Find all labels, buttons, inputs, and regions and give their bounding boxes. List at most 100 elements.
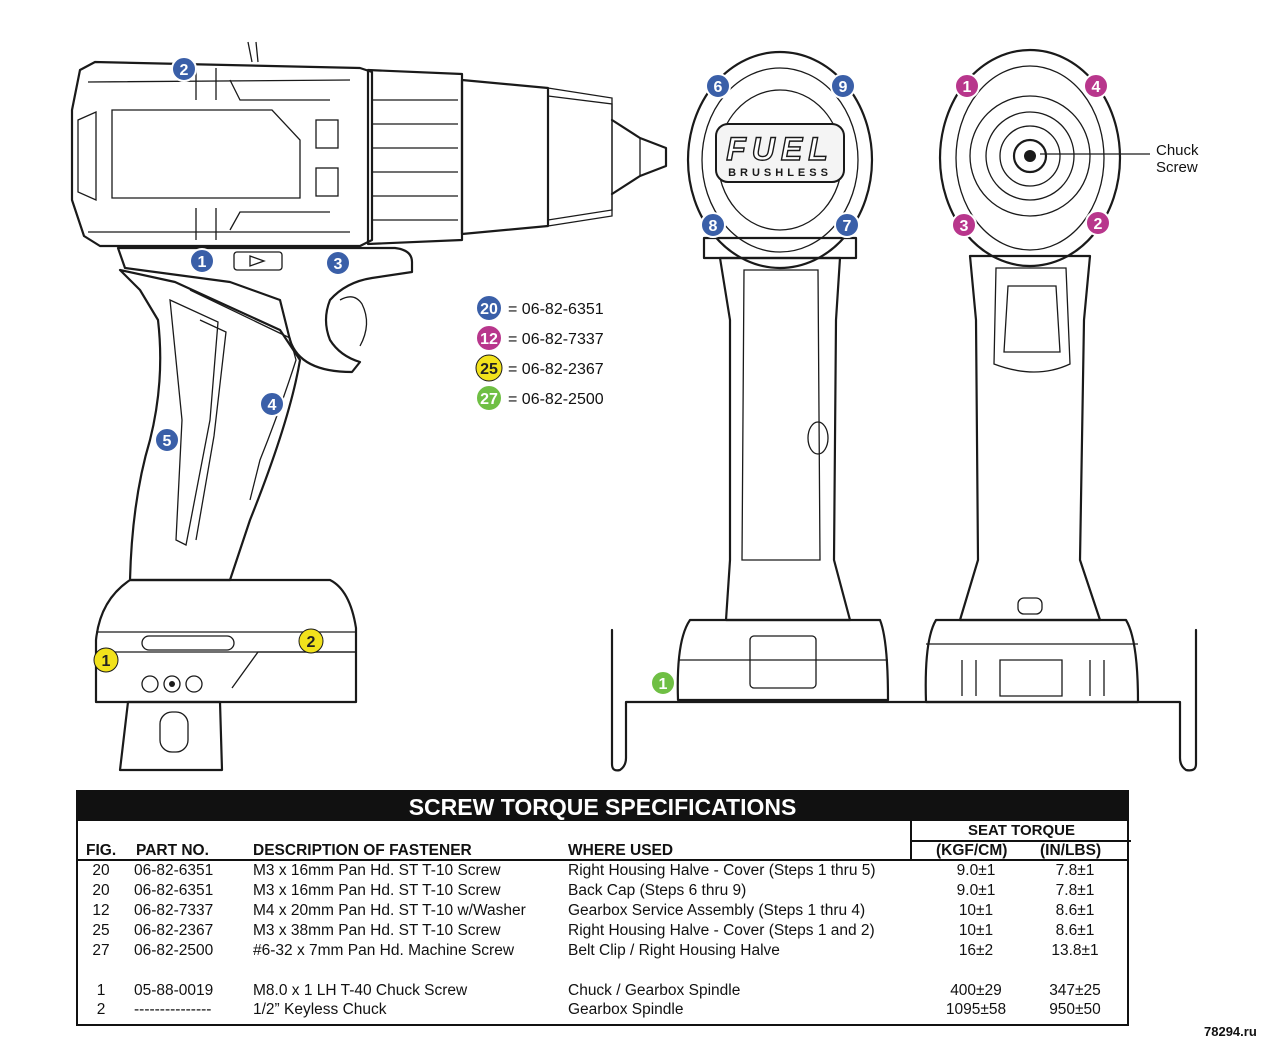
side-view-callouts: 2 1 3 4 5 1 2 [93, 56, 351, 673]
cell-in-lbs: 7.8±1 [1055, 862, 1095, 879]
callout-bubble: 2 [171, 56, 197, 82]
svg-text:6: 6 [714, 79, 723, 96]
svg-text:27: 27 [480, 391, 498, 408]
cell-where-used: Right Housing Halve - Cover (Steps 1 and… [568, 922, 875, 939]
drill-front-view [924, 48, 1150, 704]
cell-description: M3 x 16mm Pan Hd. ST T-10 Screw [253, 882, 501, 899]
cell-in-lbs: 347±25 [1049, 982, 1101, 999]
cell-kgf-cm: 9.0±1 [956, 862, 996, 879]
table-row: 20 06-82-6351 M3 x 16mm Pan Hd. ST T-10 … [78, 881, 1129, 901]
cell-where-used: Gearbox Service Assembly (Steps 1 thru 4… [568, 902, 866, 919]
cell-part-no: 05-88-0019 [134, 982, 214, 999]
callout-bubble: 5 [154, 427, 180, 453]
cell-in-lbs: 7.8±1 [1055, 882, 1095, 899]
callout-bubble: 8 [700, 212, 726, 238]
svg-text:7: 7 [843, 218, 852, 235]
table-row: 1 05-88-0019 M8.0 x 1 LH T-40 Chuck Scre… [78, 981, 1129, 1001]
svg-text:4: 4 [1092, 79, 1101, 96]
cell-kgf-cm: 10±1 [958, 922, 994, 939]
cell-part-no: 06-82-2500 [134, 942, 214, 959]
cell-where-used: Chuck / Gearbox Spindle [568, 982, 741, 999]
seat-torque-divider [910, 840, 912, 860]
cell-kgf-cm: 16±2 [958, 942, 994, 959]
fuel-logo-text: FUEL [726, 131, 834, 167]
drill-back-view: FUEL BRUSHLESS [610, 50, 1198, 772]
svg-text:2: 2 [180, 62, 189, 79]
svg-text:9: 9 [839, 79, 848, 96]
cell-kgf-cm: 9.0±1 [956, 882, 996, 899]
cell-where-used: Gearbox Spindle [568, 1001, 684, 1018]
legend-item: 20 = 06-82-6351 [475, 294, 604, 322]
header-where-used: WHERE USED [568, 842, 674, 859]
cell-fig: 12 [92, 902, 110, 919]
svg-text:= 06-82-2367: = 06-82-2367 [508, 361, 604, 378]
drill-side-view [70, 41, 668, 772]
callout-bubble: 1 [93, 647, 119, 673]
table-title: SCREW TORQUE SPECIFICATIONS [78, 792, 1127, 821]
callout-bubble: 3 [951, 212, 977, 238]
cell-in-lbs: 8.6±1 [1055, 922, 1095, 939]
legend-item: 12 = 06-82-7337 [475, 324, 604, 352]
cell-part-no: 06-82-7337 [134, 902, 214, 919]
seat-torque-header: SEAT TORQUE [910, 820, 1131, 842]
header-in-lbs: (IN/LBS) [1040, 842, 1102, 859]
table-row: 20 06-82-6351 M3 x 16mm Pan Hd. ST T-10 … [78, 861, 1129, 881]
cell-in-lbs: 8.6±1 [1055, 902, 1095, 919]
cell-fig: 1 [96, 982, 106, 999]
header-kgf-cm: (KGF/CM) [936, 842, 1008, 859]
cell-part-no: 06-82-6351 [134, 882, 214, 899]
svg-text:= 06-82-7337: = 06-82-7337 [508, 331, 604, 348]
cell-description: M3 x 16mm Pan Hd. ST T-10 Screw [253, 862, 501, 879]
cell-part-no: --------------- [134, 1001, 212, 1018]
svg-text:12: 12 [480, 331, 498, 348]
cell-where-used: Right Housing Halve - Cover (Steps 1 thr… [568, 862, 876, 879]
svg-text:5: 5 [163, 433, 172, 450]
cell-fig: 20 [92, 882, 110, 899]
callout-bubble: 2 [298, 628, 324, 654]
cell-in-lbs: 13.8±1 [1051, 942, 1099, 959]
header-underline [78, 859, 1129, 861]
cell-description: M3 x 38mm Pan Hd. ST T-10 Screw [253, 922, 501, 939]
cell-fig: 25 [92, 922, 110, 939]
cell-where-used: Belt Clip / Right Housing Halve [568, 942, 780, 959]
svg-text:20: 20 [480, 301, 498, 318]
callout-bubble: 4 [1083, 73, 1109, 99]
callout-bubble: 3 [325, 250, 351, 276]
svg-text:4: 4 [268, 397, 277, 414]
brushless-logo-text: BRUSHLESS [728, 167, 832, 179]
cell-fig: 2 [96, 1001, 106, 1018]
svg-text:25: 25 [480, 361, 498, 378]
cell-part-no: 06-82-6351 [134, 862, 214, 879]
table-row: 12 06-82-7337 M4 x 20mm Pan Hd. ST T-10 … [78, 901, 1129, 921]
callout-bubble: 1 [189, 248, 215, 274]
back-view-callouts: 6 9 8 7 1 [650, 73, 860, 696]
legend-item: 27 = 06-82-2500 [475, 384, 604, 412]
callout-bubble: 9 [830, 73, 856, 99]
cell-in-lbs: 950±50 [1049, 1001, 1101, 1018]
table-row: 2 --------------- 1/2” Keyless Chuck Gea… [78, 1000, 1129, 1020]
chuck-screw-label-line2: Screw [1156, 159, 1198, 176]
svg-text:2: 2 [307, 634, 316, 651]
svg-text:2: 2 [1094, 216, 1103, 233]
svg-text:1: 1 [659, 676, 668, 693]
fastener-legend: 20 = 06-82-6351 12 = 06-82-7337 25 = 06-… [475, 294, 604, 412]
header-fig: FIG. [86, 842, 117, 859]
front-view-callouts: 1 4 3 2 [951, 73, 1111, 238]
cell-part-no: 06-82-2367 [134, 922, 214, 939]
cell-kgf-cm: 1095±58 [945, 1001, 1007, 1018]
callout-bubble: 1 [650, 670, 676, 696]
cell-kgf-cm: 400±29 [950, 982, 1002, 999]
header-description: DESCRIPTION OF FASTENER [253, 842, 472, 859]
cell-description: M4 x 20mm Pan Hd. ST T-10 w/Washer [253, 902, 526, 919]
svg-text:3: 3 [334, 256, 343, 273]
legend-item: 25 = 06-82-2367 [475, 354, 604, 382]
callout-bubble: 1 [954, 73, 980, 99]
cell-description: 1/2” Keyless Chuck [253, 1001, 387, 1018]
screw-torque-table: SCREW TORQUE SPECIFICATIONS SEAT TORQUE … [76, 790, 1131, 1026]
svg-text:1: 1 [963, 79, 972, 96]
watermark: 78294.ru [1204, 1024, 1257, 1039]
table-row: 25 06-82-2367 M3 x 38mm Pan Hd. ST T-10 … [78, 921, 1129, 941]
table-row: 27 06-82-2500 #6-32 x 7mm Pan Hd. Machin… [78, 941, 1129, 961]
callout-bubble: 4 [259, 391, 285, 417]
cell-fig: 20 [92, 862, 110, 879]
